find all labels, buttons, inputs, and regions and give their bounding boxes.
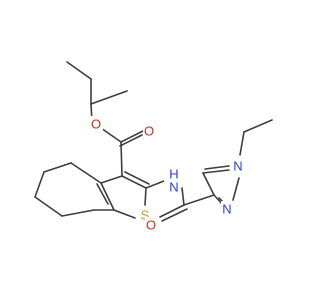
bond (159, 204, 185, 218)
bond (183, 194, 215, 206)
bond (161, 208, 188, 222)
atom-label-carbonyl-o2: O (145, 217, 158, 233)
bond (202, 172, 215, 196)
bond (181, 187, 185, 206)
thiophene-sulfur-label: S (141, 208, 150, 223)
bond (100, 127, 122, 143)
carbonyl-oxygen-label: O (144, 124, 154, 139)
ethyl-group (239, 119, 273, 156)
bond (239, 131, 245, 156)
bond (43, 162, 72, 173)
sec-butyl-group (66, 61, 128, 124)
amide-group (145, 180, 215, 222)
bond (243, 119, 273, 133)
bond (120, 141, 123, 177)
atom-label-carbonyl-o1: O (143, 123, 156, 139)
bond (70, 162, 102, 184)
bond (144, 187, 147, 206)
atom-label-pyrazole-n2: N (221, 201, 234, 217)
bond (121, 175, 147, 189)
pyrazole-n1-label: N (233, 159, 242, 174)
bond (34, 196, 63, 217)
amide-nh-n-label: N (169, 180, 178, 195)
bond (232, 177, 240, 201)
bond (113, 209, 136, 219)
bond (119, 134, 143, 147)
carbonyl-oxygen-label: O (146, 218, 156, 233)
ester-oxygen-label: O (91, 117, 101, 132)
bond (145, 180, 165, 189)
bond (124, 171, 150, 185)
molecule-structure: O O H N S O N N (34, 61, 273, 233)
bond (90, 90, 128, 105)
atom-label-pyrazole-n1: N (232, 158, 245, 174)
bond (120, 130, 144, 143)
benzothiophene-ring (34, 162, 150, 219)
ester-group (100, 127, 144, 177)
bond (204, 165, 230, 170)
bond (202, 169, 230, 174)
bond (100, 182, 115, 211)
atom-label-ester-o: O (90, 116, 103, 132)
bond (66, 61, 92, 80)
bond (34, 171, 45, 198)
bond (100, 175, 123, 184)
pyrazole-n2-label: N (222, 202, 231, 217)
bond (61, 209, 95, 217)
bond (96, 183, 109, 205)
amide-nh-h-label: H (169, 167, 178, 182)
atom-label-amide-n: H N (164, 167, 180, 195)
